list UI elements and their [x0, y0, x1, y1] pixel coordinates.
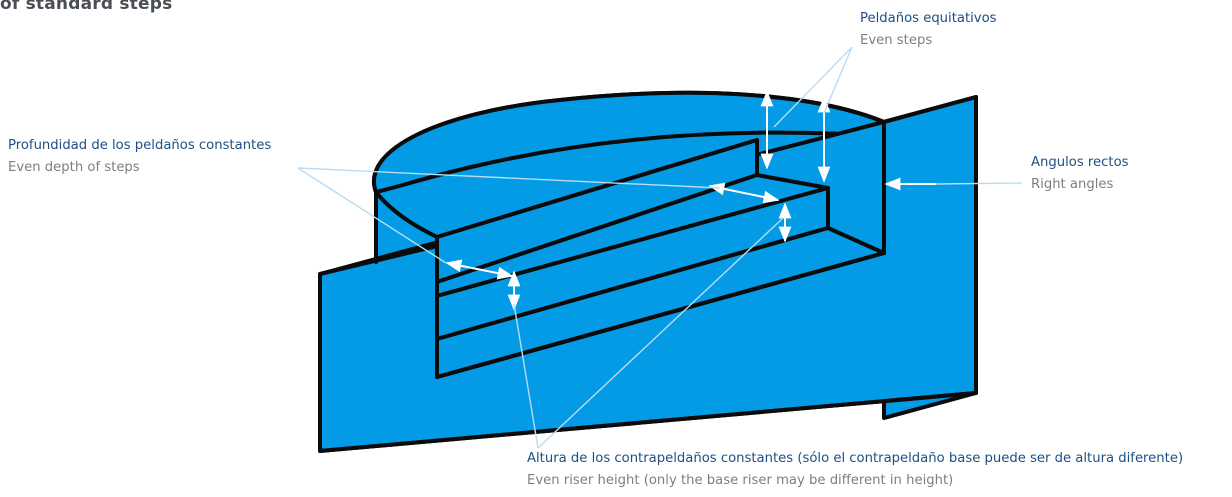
right-angles-en-label: Right angles	[1031, 177, 1114, 192]
right-angles-es-label: Angulos rectos	[1031, 155, 1129, 170]
callout-right-angles: Angulos rectos Right angles	[1031, 152, 1129, 196]
page-title: of standard steps	[0, 0, 173, 14]
even-depth-es-label: Profundidad de los peldaños constantes	[8, 138, 272, 153]
leader-lines	[297, 46, 1023, 449]
even-depth-en-label: Even depth of steps	[8, 160, 140, 175]
callout-even-steps: Peldaños equitativos Even steps	[860, 8, 997, 52]
riser-height-es-label: Altura de los contrapeldaños constantes …	[527, 451, 1184, 466]
riser-height-en-label: Even riser height (only the base riser m…	[527, 473, 954, 488]
even-steps-en-label: Even steps	[860, 33, 933, 48]
even-steps-es-label: Peldaños equitativos	[860, 11, 997, 26]
callout-riser-height: Altura de los contrapeldaños constantes …	[527, 448, 1183, 492]
pool-shape	[318, 90, 978, 453]
callout-even-depth: Profundidad de los peldaños constantes E…	[8, 135, 271, 179]
